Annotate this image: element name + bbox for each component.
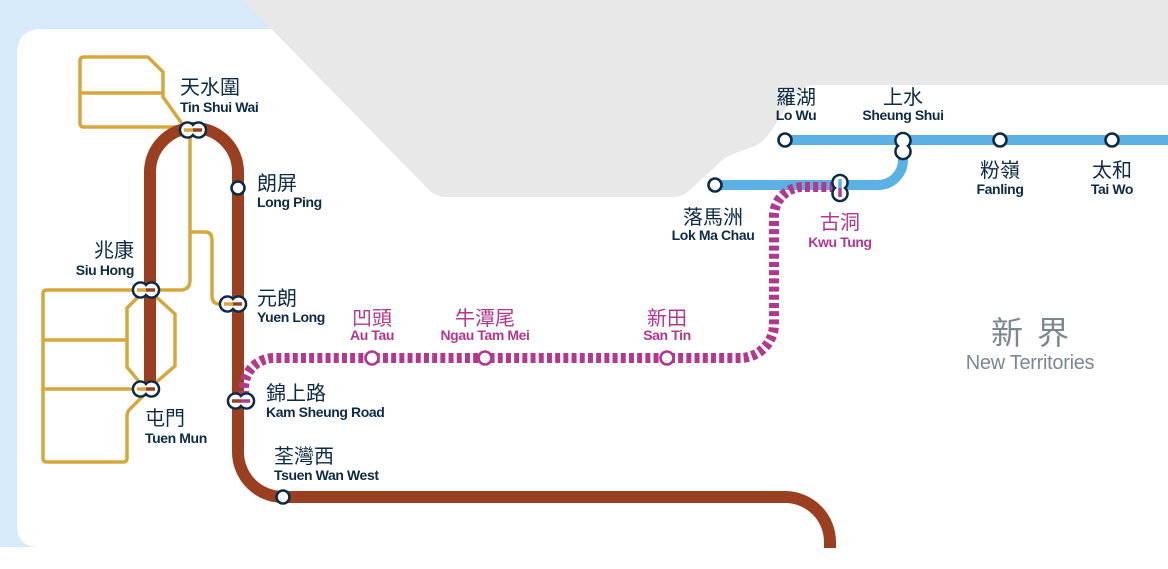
station-label-en: Sheung Shui [862, 107, 943, 123]
region-label-en: New Territories [966, 352, 1095, 374]
station-label-en: Siu Hong [76, 262, 134, 278]
station-label-zh: 羅湖 [776, 85, 816, 109]
station-marker-tai-wo[interactable] [1104, 132, 1120, 148]
station-label-zh: 太和 [1092, 158, 1132, 182]
region-label-zh: 新界 [991, 314, 1083, 352]
station-label-zh: 新田 [647, 306, 687, 330]
station-marker-ngau-tam-mei[interactable] [477, 350, 493, 366]
station-label-zh: 上水 [883, 85, 923, 109]
light-rail-segment [188, 230, 235, 306]
purple-line-planned [239, 182, 840, 396]
station-marker-lok-ma-chau[interactable] [707, 177, 723, 193]
interchange-marker-yuen-long[interactable] [218, 295, 248, 313]
station-marker-tsuen-wan-west[interactable] [275, 489, 291, 505]
station-marker-san-tin[interactable] [659, 350, 675, 366]
station-label-en: Tai Wo [1091, 181, 1133, 197]
station-label-zh: 錦上路 [266, 381, 326, 405]
station-label-zh: 牛潭尾 [455, 306, 515, 330]
interchange-marker-sheung-shui[interactable] [894, 131, 912, 161]
station-label-en: Tsuen Wan West [274, 467, 379, 483]
station-label-zh: 荃灣西 [274, 444, 334, 468]
station-label-zh: 粉嶺 [980, 158, 1020, 182]
station-label-en: Tin Shui Wai [180, 99, 258, 115]
light-rail-segment [41, 288, 144, 464]
station-label-zh: 元朗 [257, 286, 297, 310]
station-marker-long-ping[interactable] [230, 180, 246, 196]
light-rail-segment [151, 292, 177, 387]
station-label-en: Yuen Long [257, 309, 325, 325]
station-label-en: Kwu Tung [808, 234, 871, 250]
station-label-zh: 天水圍 [180, 75, 240, 99]
station-label-en: Long Ping [257, 194, 322, 210]
blue-line-branch [715, 147, 908, 190]
station-label-zh: 古洞 [820, 210, 860, 234]
station-marker-fanling[interactable] [992, 132, 1008, 148]
interchange-marker-kwu-tung[interactable] [831, 173, 849, 203]
brown-line [144, 122, 836, 548]
interchange-marker-siu-hong[interactable] [131, 281, 161, 299]
light-rail-network [41, 55, 235, 464]
interchange-marker-tin-shui-wai[interactable] [178, 121, 208, 139]
interchange-marker-kam-sheung-road[interactable] [226, 392, 256, 410]
station-label-en: Lo Wu [776, 107, 817, 123]
station-marker-lo-wu[interactable] [777, 132, 793, 148]
station-label-en: Au Tau [350, 327, 394, 343]
station-marker-au-tau[interactable] [364, 350, 380, 366]
light-rail-segment [156, 128, 192, 292]
station-label-en: Ngau Tam Mei [440, 327, 529, 343]
station-label-zh: 落馬洲 [683, 205, 743, 229]
land-area [17, 29, 1168, 547]
station-label-zh: 朗屏 [257, 171, 297, 195]
station-label-en: Kam Sheung Road [266, 404, 384, 420]
station-label-en: Tuen Mun [145, 430, 207, 446]
station-label-en: San Tin [643, 327, 691, 343]
border-area [243, 0, 1168, 197]
station-label-zh: 凹頭 [352, 306, 392, 330]
interchange-marker-tuen-mun[interactable] [131, 380, 161, 398]
light-rail-segment [78, 55, 185, 129]
station-label-en: Fanling [977, 181, 1024, 197]
station-label-zh: 兆康 [94, 238, 134, 262]
station-label-zh: 屯門 [145, 406, 185, 430]
light-rail-segment [125, 292, 143, 386]
station-label-en: Lok Ma Chau [672, 227, 755, 243]
